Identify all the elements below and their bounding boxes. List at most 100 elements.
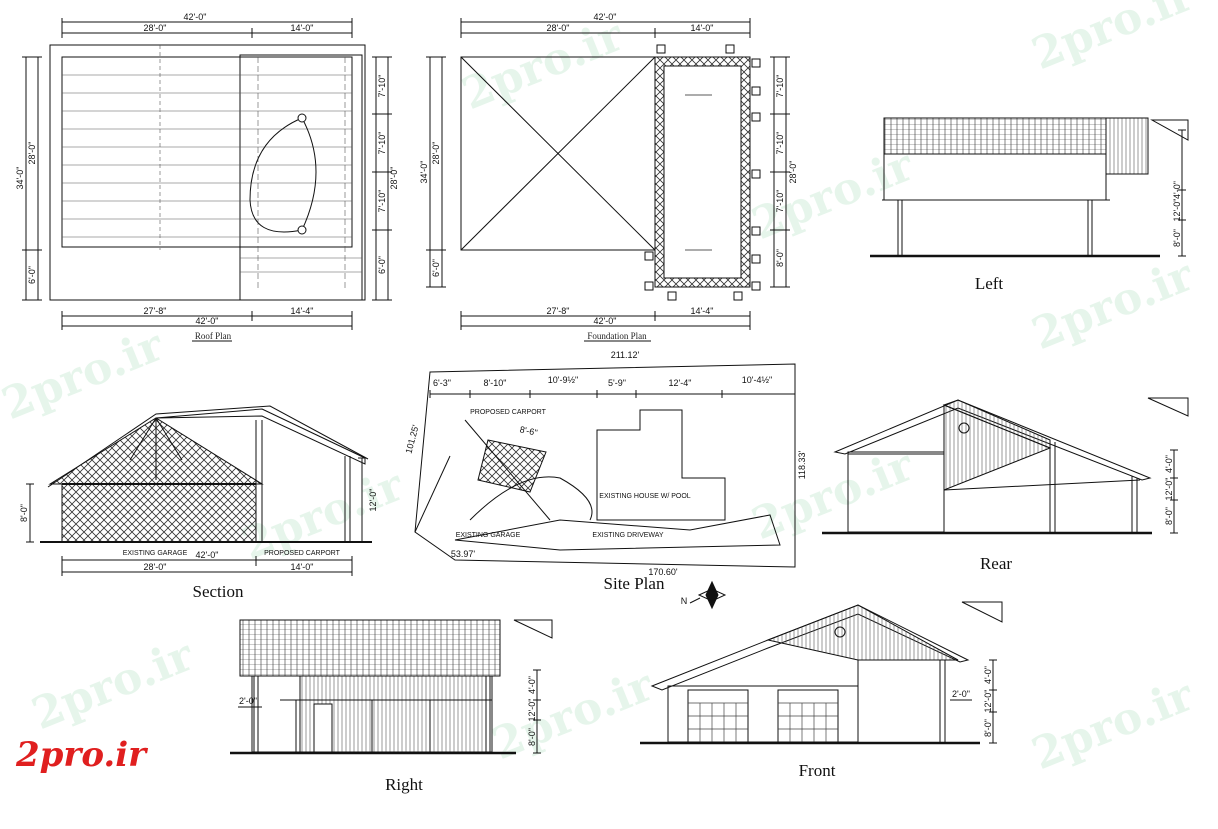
roof-plan (22, 18, 392, 342)
foundation-dim-right-seg: 7'-10" (775, 75, 785, 98)
roof-plan-dim-left-upper: 28'-0" (27, 142, 37, 165)
foundation-dim-top-overall: 42'-0" (594, 12, 617, 22)
roof-plan-dim-right-seg: 7'-10" (377, 132, 387, 155)
right-elevation (230, 619, 553, 755)
roof-plan-dim-bottom-left: 27'-8" (144, 306, 167, 316)
foundation-plan-labels: 42'-0" 28'-0" 14'-0" 27'-8" 14'-4" 42'-0… (419, 12, 798, 341)
section-labels: EXISTING GARAGE PROPOSED CARPORT 42'-0" … (19, 489, 378, 601)
site-dim-right: 118.33' (797, 450, 807, 479)
right-dim-height: 4'-0" (527, 676, 537, 694)
site-plan-title: Site Plan (604, 574, 665, 593)
front-dim-opening: 2'-0" (952, 689, 970, 699)
brand-logo-outline: 2pro.ir (15, 735, 148, 775)
site-plan-labels: 211.12' 6'-3" 8'-10" 10'-9½" 5'-9" 12'-4… (403, 350, 807, 606)
watermark: 2pro.ir (1025, 670, 1201, 781)
site-dim-top: 10'-4½" (742, 375, 772, 385)
roof-plan-dim-right-seg: 7'-10" (377, 190, 387, 213)
section-dim-left: 28'-0" (144, 562, 167, 572)
rear-elevation-labels: 4'-0" 12'-0" 8'-0" Rear (980, 455, 1174, 573)
foundation-plan-title: Foundation Plan (587, 331, 647, 341)
site-dim-top: 5'-9" (608, 378, 626, 388)
roof-plan-dim-bottom-overall: 42'-0" (196, 316, 219, 326)
foundation-dim-left-upper: 28'-0" (431, 142, 441, 165)
watermark: 2pro.ir (1025, 250, 1201, 361)
front-elevation-title: Front (799, 761, 836, 780)
front-dim-height: 8'-0" (983, 719, 993, 737)
section (26, 405, 372, 576)
north-label: N (681, 596, 688, 606)
front-dim-height: 4'-0" (983, 666, 993, 684)
right-dim-height: 12'-0" (527, 699, 537, 722)
left-elevation-labels: 4'-0" 12'-0" 8'-0" Left (975, 181, 1182, 293)
site-dim-bottom-left: 53.97' (451, 549, 476, 559)
foundation-dim-top-right: 14'-0" (691, 23, 714, 33)
foundation-dim-bottom-right: 14'-4" (691, 306, 714, 316)
roof-plan-title: Roof Plan (195, 331, 232, 341)
site-total-top: 211.12' (611, 350, 640, 360)
watermark: 2pro.ir (0, 320, 171, 431)
site-dim-top: 12'-4" (669, 378, 692, 388)
section-dim-right: 14'-0" (291, 562, 314, 572)
site-dim-carport: 8'-6" (519, 424, 539, 438)
section-dim-overall: 42'-0" (196, 550, 219, 560)
left-dim-height: 8'-0" (1172, 229, 1182, 247)
foundation-dim-bottom-overall: 42'-0" (594, 316, 617, 326)
left-dim-height: 4'-0" (1172, 181, 1182, 199)
rear-dim-height: 12'-0" (1164, 478, 1174, 501)
roof-plan-dim-top-right: 14'-0" (291, 23, 314, 33)
site-dim-top: 8'-10" (484, 378, 507, 388)
watermark: 2pro.ir (25, 630, 201, 741)
front-elevation (640, 601, 1003, 745)
foundation-dim-right-seg: 8'-0" (775, 249, 785, 267)
foundation-dim-top-left: 28'-0" (547, 23, 570, 33)
rear-elevation (822, 397, 1189, 535)
section-dim-left-height: 8'-0" (19, 504, 29, 522)
watermark: 2pro.ir (745, 140, 921, 251)
section-dim-right-height: 12'-0" (368, 489, 378, 512)
site-label-driveway: EXISTING DRIVEWAY (592, 532, 664, 539)
foundation-plan (426, 18, 790, 342)
roof-plan-dim-right-overall: 28'-0" (389, 167, 399, 190)
roof-plan-dim-top-overall: 42'-0" (184, 12, 207, 22)
front-dim-height: 12'-0" (983, 690, 993, 713)
watermark: 2pro.ir (455, 10, 631, 121)
watermark-layer: 2pro.ir 2pro.ir 2pro.ir 2pro.ir 2pro.ir … (0, 0, 1201, 780)
rear-elevation-title: Rear (980, 554, 1012, 573)
roof-plan-dim-left-overall: 34'-0" (15, 167, 25, 190)
left-elevation-title: Left (975, 274, 1004, 293)
brand-logo: 2pro.ir 2pro.ir (12, 732, 151, 778)
site-dim-top: 6'-3" (433, 378, 451, 388)
foundation-dim-left-lower: 6'-0" (431, 259, 441, 277)
roof-plan-dim-top-left: 28'-0" (144, 23, 167, 33)
roof-plan-dim-right-seg: 6'-0" (377, 256, 387, 274)
rear-dim-height: 8'-0" (1164, 507, 1174, 525)
front-elevation-labels: 4'-0" 12'-0" 8'-0" 2'-0" Front (799, 666, 993, 780)
section-title: Section (193, 582, 244, 601)
foundation-dim-right-seg: 7'-10" (775, 132, 785, 155)
roof-plan-labels: 42'-0" 28'-0" 14'-0" 27'-8" 14'-4" 42'-0… (15, 12, 399, 341)
site-label-carport: PROPOSED CARPORT (470, 409, 546, 416)
roof-plan-dim-bottom-right: 14'-4" (291, 306, 314, 316)
right-dim-opening: 2'-0" (239, 696, 257, 706)
roof-plan-dim-left-lower: 6'-0" (27, 266, 37, 284)
north-arrow (689, 580, 727, 610)
site-dim-left: 101.25' (403, 424, 420, 455)
site-dim-top: 10'-9½" (548, 375, 578, 385)
right-elevation-title: Right (385, 775, 423, 794)
rear-dim-height: 4'-0" (1164, 455, 1174, 473)
roof-plan-dim-right-seg: 7'-10" (377, 75, 387, 98)
brand-logo-text: 2pro.ir (15, 735, 148, 775)
site-plan (414, 363, 796, 610)
foundation-dim-right-seg: 7'-10" (775, 190, 785, 213)
watermark: 2pro.ir (1025, 0, 1201, 80)
right-elevation-labels: 4'-0" 12'-0" 8'-0" 2'-0" Right (239, 676, 537, 794)
right-dim-height: 8'-0" (527, 728, 537, 746)
site-dim-bottom-right: 170.60' (648, 567, 678, 577)
left-dim-height: 12'-0" (1172, 199, 1182, 222)
left-elevation (870, 117, 1189, 258)
section-label-garage: EXISTING GARAGE (123, 550, 188, 557)
foundation-dim-right-overall: 28'-0" (788, 161, 798, 184)
site-label-house: EXISTING HOUSE W/ POOL (599, 493, 691, 500)
